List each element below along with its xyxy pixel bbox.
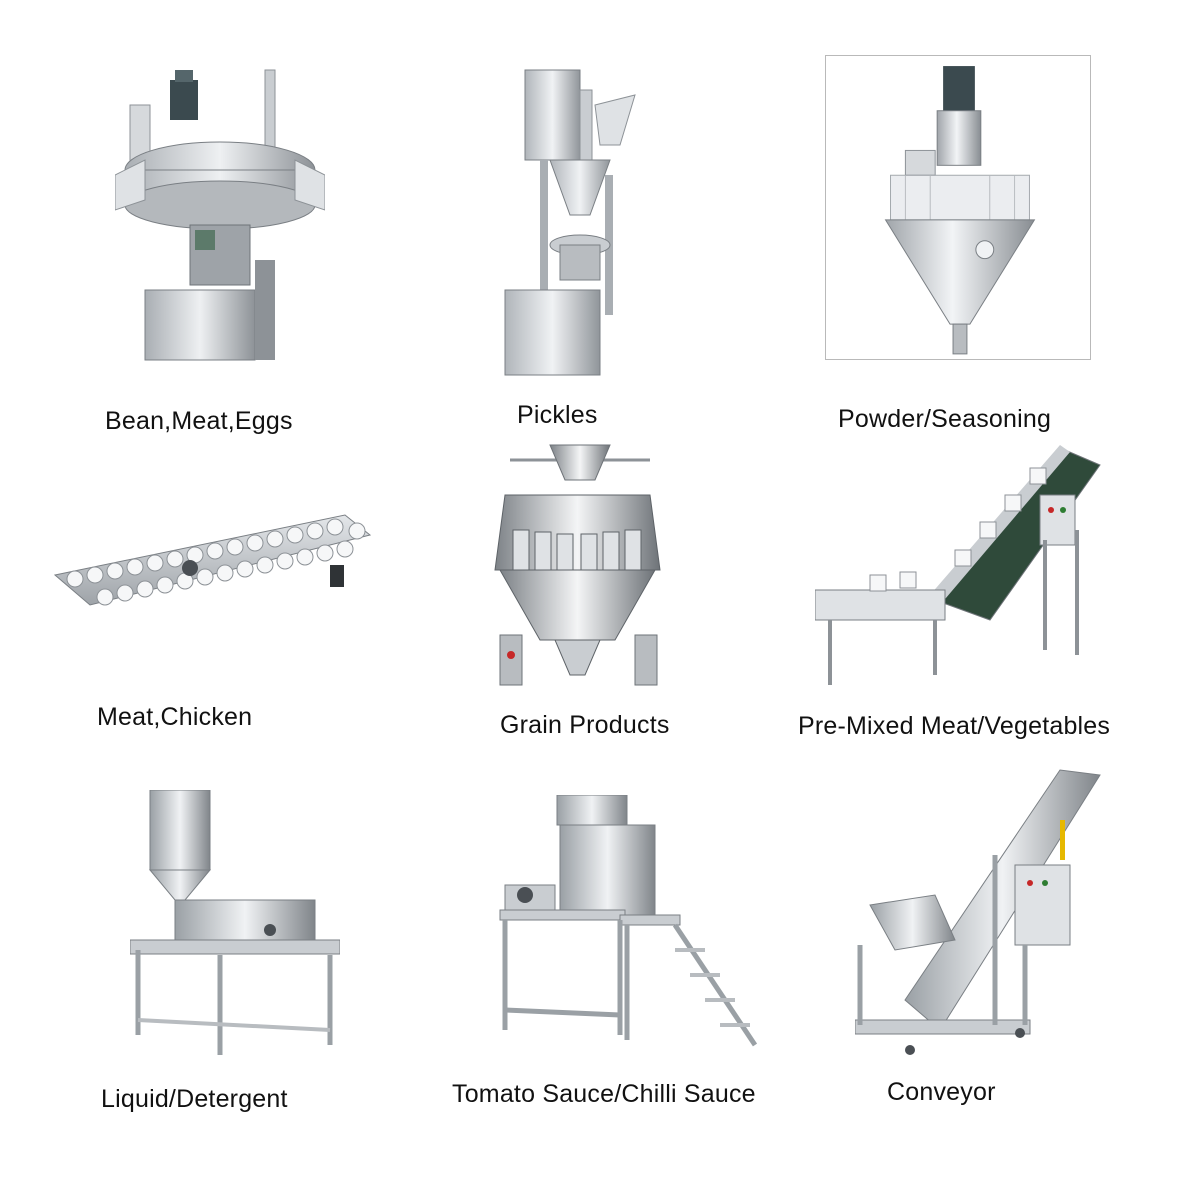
piston-filler-machine-icon: [495, 65, 645, 380]
product-label: Conveyor: [887, 1078, 996, 1106]
incline-conveyor-icon: [855, 765, 1105, 1060]
product-label: Liquid/Detergent: [101, 1085, 288, 1113]
product-label: Powder/Seasoning: [838, 405, 1052, 433]
multihead-weigher-icon: [485, 440, 670, 690]
bucket-elevator-icon: [815, 440, 1115, 690]
product-label: Bean,Meat,Eggs: [105, 407, 293, 435]
rotary-filler-machine-icon: [115, 60, 325, 370]
sauce-filler-platform-icon: [495, 795, 765, 1055]
auger-filler-machine-icon: [825, 55, 1091, 360]
liquid-filler-machine-icon: [130, 790, 340, 1060]
product-label: Pickles: [517, 401, 598, 429]
cup-conveyor-icon: [45, 505, 375, 615]
product-label: Tomato Sauce/Chilli Sauce: [452, 1080, 756, 1108]
product-label: Grain Products: [500, 711, 670, 739]
product-label: Meat,Chicken: [97, 703, 253, 731]
product-label: Pre-Mixed Meat/Vegetables: [798, 712, 1111, 740]
